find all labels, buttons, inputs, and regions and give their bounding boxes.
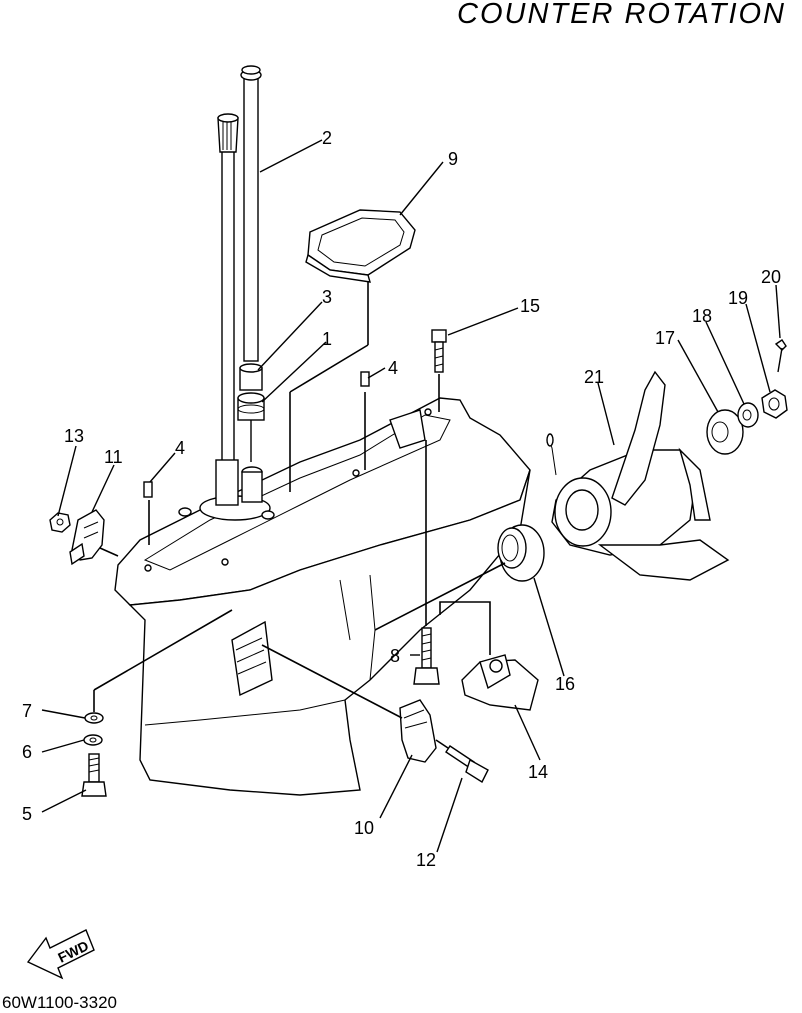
callout-4-right: 4 [388, 358, 398, 378]
callout-7: 7 [22, 701, 32, 721]
callout-16: 16 [555, 674, 575, 694]
callout-17: 17 [655, 328, 675, 348]
callout-12: 12 [416, 850, 436, 870]
propeller-washer [737, 402, 759, 428]
callout-4-left: 4 [175, 438, 185, 458]
cotter-pin [774, 339, 787, 373]
bushing [239, 363, 263, 391]
housing-bolt [81, 753, 107, 797]
callout-11: 11 [104, 447, 123, 467]
hex-nut [49, 512, 71, 533]
gasket [305, 209, 416, 283]
callout-10: 10 [354, 818, 374, 838]
callout-1: 1 [322, 329, 332, 349]
callout-2: 2 [322, 128, 332, 148]
callout-15: 15 [520, 296, 540, 316]
fwd-label: FWD [55, 937, 91, 965]
spacer [706, 409, 744, 455]
thrust-collar [497, 524, 545, 582]
callout-19: 19 [728, 288, 748, 308]
callout-21: 21 [584, 367, 604, 387]
callout-5: 5 [22, 804, 32, 824]
propeller [546, 370, 730, 581]
callout-8: 8 [390, 646, 400, 666]
bolt [431, 329, 447, 373]
callout-18: 18 [692, 306, 712, 326]
callout-3: 3 [322, 287, 332, 307]
anode [461, 654, 539, 711]
propeller-nut [761, 389, 788, 419]
callout-9: 9 [448, 149, 458, 169]
reference-code: 60W1100-3320 [2, 993, 117, 1012]
anode-bolt [413, 627, 440, 685]
spring-washer [83, 734, 103, 746]
leader-lines [41, 139, 781, 853]
trim-tab-bracket [69, 509, 105, 566]
diagram-title: COUNTER ROTATION [457, 0, 786, 30]
callout-14: 14 [528, 762, 548, 782]
callout-6: 6 [22, 742, 32, 762]
shift-rod [240, 65, 262, 362]
callout-13: 13 [64, 426, 84, 446]
washer [84, 712, 104, 724]
oil-seal [237, 392, 265, 421]
forward-direction-arrow: FWD [26, 929, 95, 980]
trim-tab-bolt [445, 745, 489, 784]
dowel-pin [143, 371, 370, 498]
drive-shaft [215, 113, 239, 506]
callout-20: 20 [761, 267, 781, 287]
callout-numbers: 2 3 1 4 4 9 15 21 17 18 19 20 13 11 7 6 … [22, 128, 781, 870]
trim-tab [399, 699, 437, 763]
